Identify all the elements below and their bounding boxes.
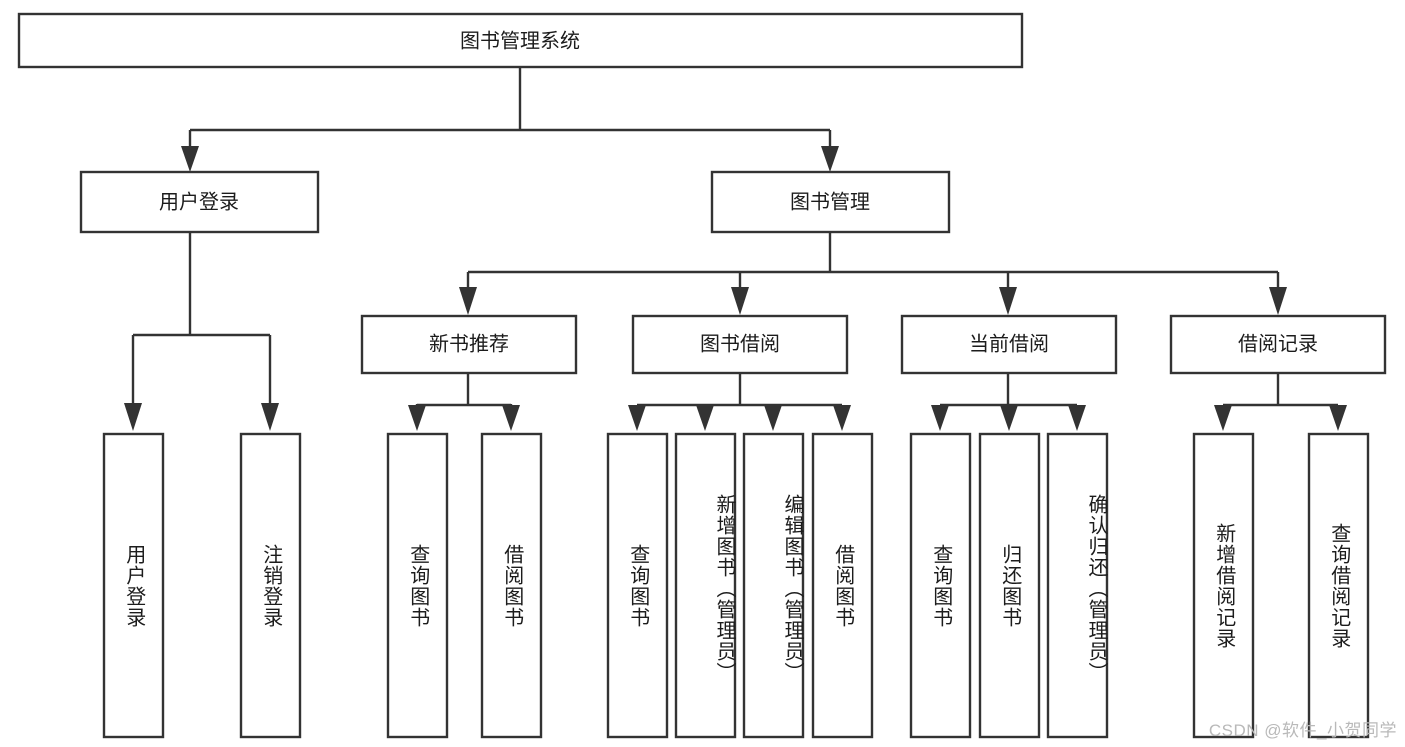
arrow-leaf-bookborrow-2	[696, 405, 714, 431]
connector-group	[124, 68, 1347, 431]
node-new-book-recommend-box[interactable]	[360, 314, 578, 375]
arrow-to-current-borrow	[999, 287, 1017, 315]
leaf-label-current-confirm: 确认归还（管理员）	[1085, 494, 1107, 683]
node-book-manage-box[interactable]	[710, 170, 951, 234]
arrow-to-user-login	[181, 146, 199, 172]
leaf-box-group	[102, 432, 1370, 739]
leaf-label-records-query: 查询借阅记录	[1327, 522, 1350, 649]
leaf-box-newbook-borrow[interactable]	[480, 432, 543, 739]
arrow-to-borrow-records	[1269, 287, 1287, 315]
node-user-login-box[interactable]	[79, 170, 320, 234]
arrow-leaf-user-login-1	[124, 403, 142, 431]
arrow-leaf-newbook-1	[408, 405, 426, 431]
node-root-box[interactable]	[17, 12, 1024, 69]
arrow-leaf-bookborrow-1	[628, 405, 646, 431]
leaf-label-borrow-query: 查询图书	[626, 543, 649, 628]
node-new-book-recommend[interactable]: 新书推荐	[360, 314, 578, 375]
leaf-box-current-query[interactable]	[909, 432, 972, 739]
arrow-leaf-newbook-2	[502, 405, 520, 431]
leaf-label-records-add: 新增借阅记录	[1212, 522, 1235, 649]
node-book-manage-label: 图书管理	[790, 190, 870, 213]
arrow-to-book-manage	[821, 146, 839, 172]
node-new-book-recommend-label: 新书推荐	[429, 332, 509, 355]
node-root[interactable]: 图书管理系统	[17, 12, 1024, 69]
leaf-label-newbook-borrow: 借阅图书	[500, 543, 523, 628]
node-book-borrow[interactable]: 图书借阅	[631, 314, 849, 375]
leaf-label-logout: 注销登录	[259, 543, 282, 628]
arrow-leaf-bookborrow-3	[764, 405, 782, 431]
leaf-label-newbook-query: 查询图书	[406, 543, 429, 628]
leaf-box-borrow-edit[interactable]	[742, 432, 805, 739]
leaf-label-current-return: 归还图书	[998, 543, 1021, 628]
leaf-box-newbook-query[interactable]	[386, 432, 449, 739]
leaf-box-borrow-query[interactable]	[606, 432, 669, 739]
leaf-label-user-login: 用户登录	[122, 543, 145, 628]
node-book-manage[interactable]: 图书管理	[710, 170, 951, 234]
arrow-leaf-currentborrow-1	[931, 405, 949, 431]
leaf-box-records-add[interactable]	[1192, 432, 1255, 739]
leaf-box-records-query[interactable]	[1307, 432, 1370, 739]
node-user-login-label: 用户登录	[159, 190, 239, 213]
arrow-leaf-currentborrow-3	[1068, 405, 1086, 431]
node-root-label: 图书管理系统	[460, 29, 580, 52]
node-current-borrow-box[interactable]	[900, 314, 1118, 375]
arrow-leaf-records-2	[1329, 405, 1347, 431]
arrow-to-new-book	[459, 287, 477, 315]
leaf-box-current-return[interactable]	[978, 432, 1041, 739]
leaf-label-current-query: 查询图书	[929, 543, 952, 628]
arrow-leaf-user-login-2	[261, 403, 279, 431]
node-book-borrow-box[interactable]	[631, 314, 849, 375]
node-current-borrow[interactable]: 当前借阅	[900, 314, 1118, 375]
node-borrow-records-box[interactable]	[1169, 314, 1387, 375]
arrow-leaf-records-1	[1214, 405, 1232, 431]
node-book-borrow-label: 图书借阅	[700, 332, 780, 355]
arrow-to-book-borrow	[731, 287, 749, 315]
leaf-box-logout[interactable]	[239, 432, 302, 739]
leaf-box-current-confirm[interactable]	[1046, 432, 1109, 739]
arrow-leaf-currentborrow-2	[1000, 405, 1018, 431]
node-current-borrow-label: 当前借阅	[969, 332, 1049, 355]
leaf-box-borrow-lend[interactable]	[811, 432, 874, 739]
leaf-label-borrow-edit: 编辑图书（管理员）	[781, 494, 803, 683]
node-borrow-records[interactable]: 借阅记录	[1169, 314, 1387, 375]
leaf-box-user-login[interactable]	[102, 432, 165, 739]
arrow-leaf-bookborrow-4	[833, 405, 851, 431]
leaf-label-borrow-add: 新增图书（管理员）	[713, 494, 735, 683]
leaf-label-borrow-lend: 借阅图书	[831, 543, 854, 628]
leaf-box-borrow-add[interactable]	[674, 432, 737, 739]
node-borrow-records-label: 借阅记录	[1238, 332, 1318, 355]
node-user-login[interactable]: 用户登录	[79, 170, 320, 234]
